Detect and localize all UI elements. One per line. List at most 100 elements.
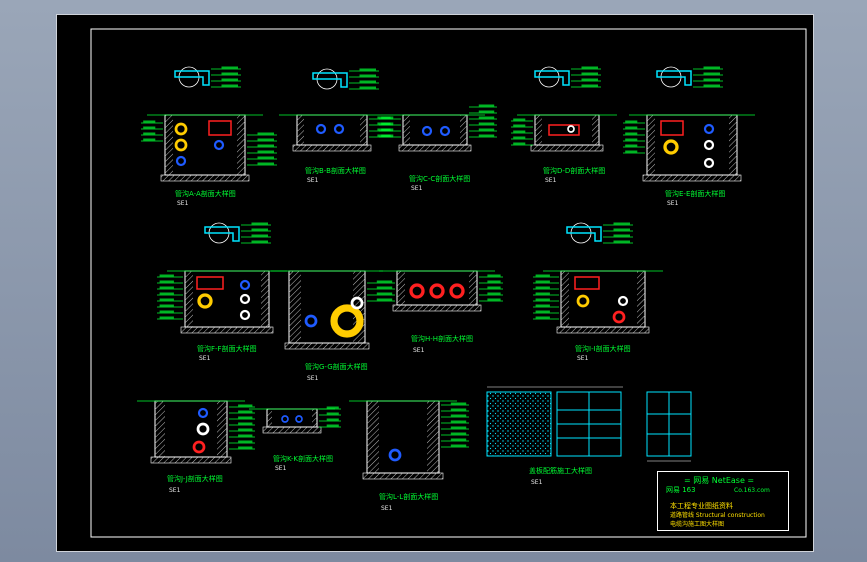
leader-text [478, 128, 495, 131]
pipe-large-yellow [330, 304, 364, 338]
trench-base [292, 144, 372, 152]
leader-text [535, 298, 550, 301]
cable-box [208, 120, 232, 136]
leader-text [450, 414, 467, 417]
leader-text [513, 136, 526, 139]
pipe-blue [439, 125, 451, 137]
trench-base [642, 174, 742, 182]
pipe-blue [333, 123, 345, 135]
leader-text [625, 144, 638, 147]
leader-text [450, 432, 467, 435]
pipe-blue [304, 314, 318, 328]
leader-text [581, 72, 598, 75]
leader-text [535, 286, 550, 289]
scale-label-5: SE1 [667, 200, 679, 207]
trench-wall-left [535, 115, 542, 145]
pipe-blue [295, 415, 303, 423]
leader-text [625, 120, 638, 123]
leader-text [251, 234, 268, 237]
cover-detail [312, 72, 348, 88]
leader-text [159, 286, 174, 289]
leader-text [159, 274, 174, 277]
leader-text [159, 316, 174, 319]
leader-text [238, 434, 253, 437]
leader-text [359, 80, 376, 83]
title-line-3: 电缆沟施工图大样图 [670, 521, 725, 528]
leader-text [513, 142, 526, 145]
trench-outline [266, 408, 318, 428]
leader-text [581, 78, 598, 81]
trench-wall-left [155, 401, 165, 457]
leader-text [251, 222, 268, 225]
trench-base [392, 304, 482, 312]
leader-text [535, 280, 550, 283]
leader-text [613, 222, 630, 225]
trench-outline [296, 114, 368, 146]
pipe-yellow [174, 122, 188, 136]
scale-label-9: SE1 [577, 355, 589, 362]
pipe-red [409, 283, 425, 299]
trench-base [150, 456, 232, 464]
pipe-blue [197, 407, 209, 419]
caption-12: 管沟L-L剖面大样图 [379, 493, 439, 501]
leader-text [159, 280, 174, 283]
trench-wall-right [261, 271, 269, 327]
leader-text [581, 66, 598, 69]
leader-text [257, 132, 274, 135]
caption-9: 管沟I-I剖面大样图 [575, 345, 631, 353]
leader-text [238, 440, 253, 443]
cover-detail [566, 226, 602, 242]
scale-label-3: SE1 [411, 185, 423, 192]
leader-text [238, 428, 253, 431]
leader-text [381, 116, 394, 119]
leader-text [703, 72, 720, 75]
scale-label-12: SE1 [381, 505, 393, 512]
trench-outline [402, 114, 468, 146]
trench-wall-left [297, 115, 304, 145]
leader-text [625, 150, 638, 153]
leader-text [381, 122, 394, 125]
caption-8: 管沟H-H剖面大样图 [411, 335, 474, 343]
leader-text [450, 444, 467, 447]
scale-label-8: SE1 [413, 347, 425, 354]
leader-text [703, 66, 720, 69]
leader-text [159, 292, 174, 295]
leader-text [221, 78, 238, 81]
leader-text [143, 120, 156, 123]
leader-text [613, 240, 630, 243]
trench-outline [396, 270, 478, 306]
pipe-yellow [174, 138, 188, 152]
leader-text [257, 156, 274, 159]
pipe-blue [388, 448, 402, 462]
leader-text [487, 274, 501, 277]
trench-base [262, 426, 322, 434]
leader-text [238, 422, 253, 425]
pipe-blue [213, 139, 225, 151]
trench-wall-left [267, 409, 272, 427]
trench-wall-left [561, 271, 569, 327]
trench-base [556, 326, 650, 334]
leader-text [381, 128, 394, 131]
pipe-blue [239, 279, 251, 291]
leader-text [359, 74, 376, 77]
leader-text [450, 420, 467, 423]
trench-wall-right [592, 115, 599, 145]
cable-box [548, 124, 580, 136]
caption-1: 管沟A-A剖面大样图 [175, 190, 236, 198]
website: Co.163.com [734, 487, 770, 494]
leader-text [487, 286, 501, 289]
pipe-white [239, 309, 251, 321]
trench-wall-left [185, 271, 193, 327]
pipe-yellow [197, 293, 213, 309]
pipe-white [196, 422, 210, 436]
cover-detail [656, 70, 692, 86]
scale-label-11: SE1 [275, 465, 287, 472]
caption-11: 管沟K-K剖面大样图 [273, 455, 333, 463]
pipe-blue [281, 415, 289, 423]
leader-text [513, 118, 526, 121]
scale-label-10: SE1 [169, 487, 181, 494]
trench-wall-right [427, 401, 439, 473]
title-line-1: 本工程专业图纸资料 [670, 502, 733, 510]
trench-wall-left [397, 271, 405, 305]
caption-4: 管沟D-D剖面大样图 [543, 167, 606, 175]
